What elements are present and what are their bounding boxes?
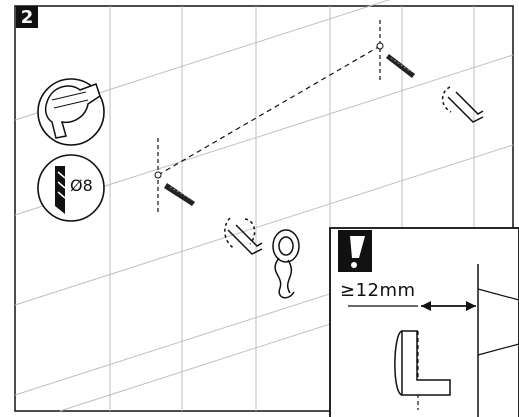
right-drill-mark — [376, 42, 384, 50]
min-gap-label: ≥12mm — [340, 280, 416, 301]
cable-icon — [272, 229, 300, 299]
hook-icon — [441, 86, 484, 123]
drill-bit-icon — [37, 154, 105, 222]
warning-inset — [329, 227, 519, 417]
wall-anchor-icon — [386, 54, 415, 78]
alignment-line — [157, 45, 381, 176]
step-number: 2 — [16, 6, 38, 28]
wall-anchor-icon — [164, 183, 195, 206]
drill-bit-size: Ø8 — [70, 176, 93, 195]
hook-icon — [224, 217, 263, 255]
drill-icon — [37, 78, 105, 146]
left-drill-mark — [154, 171, 162, 179]
